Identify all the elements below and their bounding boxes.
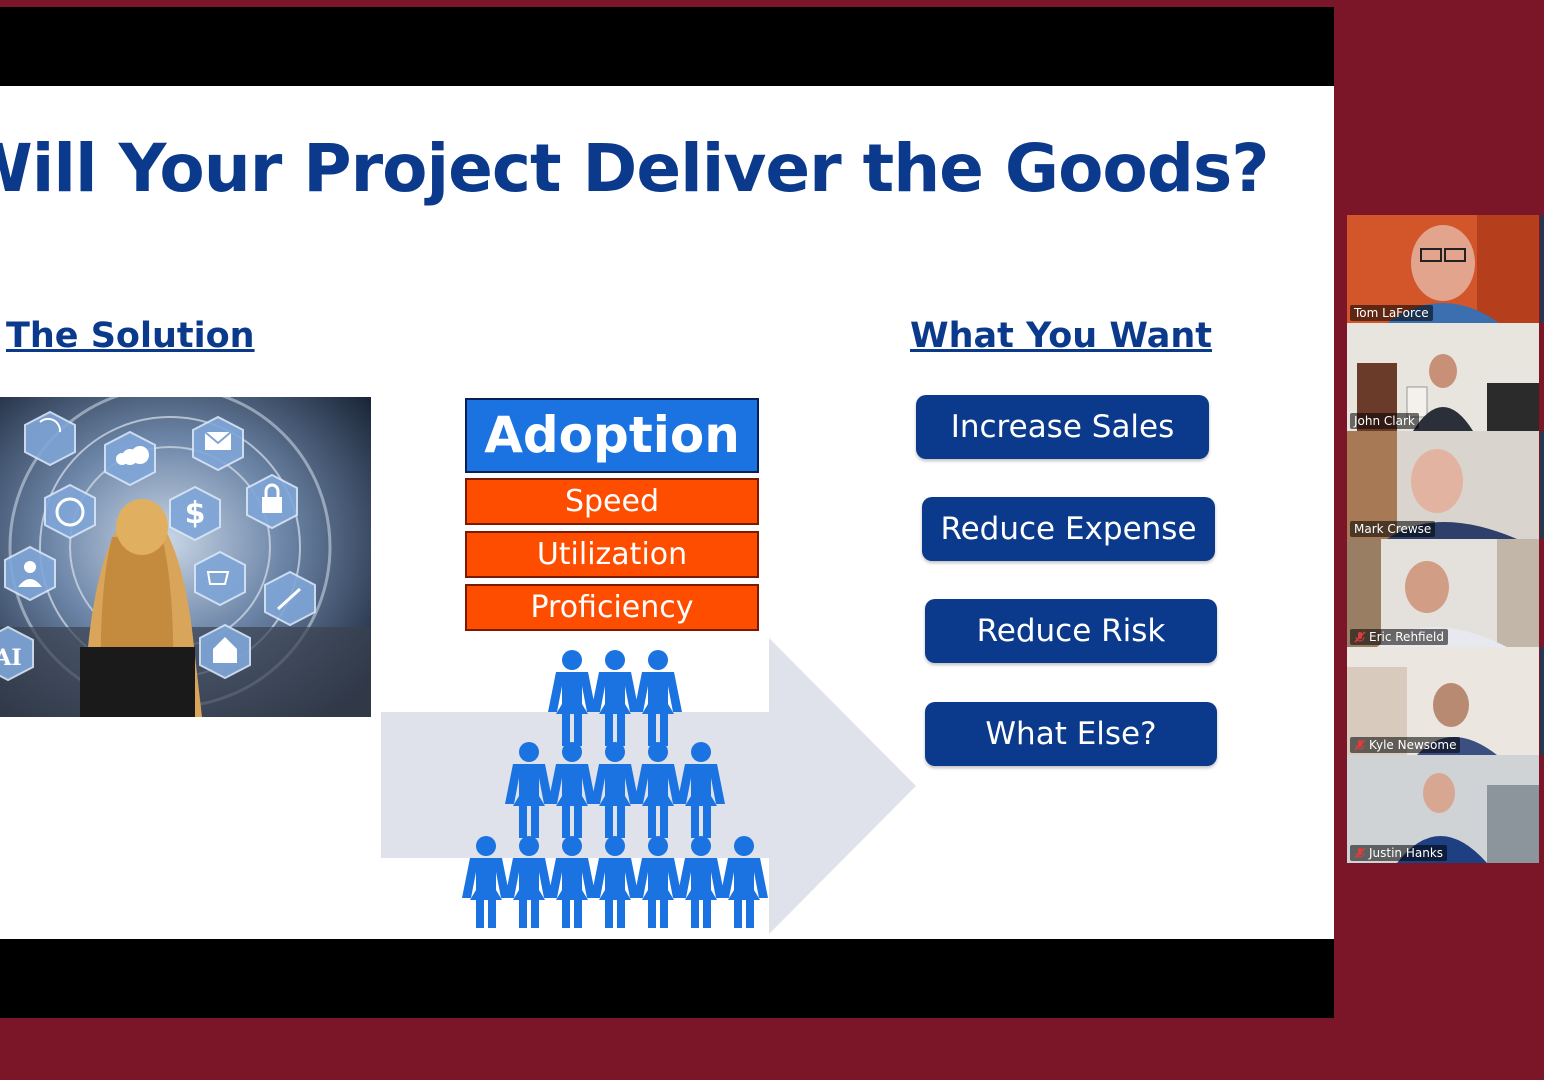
presentation-slide: Will Your Project Deliver the Goods? The… <box>0 86 1334 939</box>
slide-title: Will Your Project Deliver the Goods? <box>0 130 1270 207</box>
participant-tile[interactable]: John Clark <box>1347 323 1539 431</box>
proficiency-layer: Proficiency <box>465 584 759 631</box>
participant-tile[interactable]: Tom LaForce <box>1347 215 1539 323</box>
participant-video <box>1347 215 1539 323</box>
gallery-edge <box>1540 431 1544 539</box>
ai-hex-label: AI <box>0 645 22 671</box>
participant-tile[interactable]: Mark Crewse <box>1347 431 1539 539</box>
reduce-expense-box: Reduce Expense <box>922 497 1215 561</box>
participant-name-tag: John Clark <box>1350 413 1419 429</box>
adoption-box: Adoption <box>465 398 759 473</box>
people-pyramid-icon <box>462 650 768 928</box>
what-you-want-heading: What You Want <box>910 316 1212 356</box>
participant-tile[interactable]: Eric Rehfield <box>1347 539 1539 647</box>
muted-mic-icon <box>1354 847 1366 859</box>
participant-name: Eric Rehfield <box>1369 630 1444 644</box>
gallery-edge <box>1540 647 1544 755</box>
svg-text:$: $ <box>185 496 206 531</box>
participant-name: Justin Hanks <box>1369 846 1444 860</box>
muted-mic-icon <box>1354 739 1366 751</box>
utilization-layer: Utilization <box>465 531 759 578</box>
participant-name-tag: Tom LaForce <box>1350 305 1433 321</box>
participant-name-tag: Kyle Newsome <box>1350 737 1461 753</box>
participant-name: Kyle Newsome <box>1369 738 1457 752</box>
gallery-edge <box>1540 215 1544 323</box>
participant-name: John Clark <box>1354 414 1415 428</box>
participant-name: Tom LaForce <box>1354 306 1429 320</box>
participant-name-tag: Justin Hanks <box>1350 845 1448 861</box>
participant-name: Mark Crewse <box>1354 522 1432 536</box>
what-else-box: What Else? <box>925 702 1217 766</box>
reduce-risk-box: Reduce Risk <box>925 599 1217 663</box>
speed-layer: Speed <box>465 478 759 525</box>
participant-tile[interactable]: Justin Hanks <box>1347 755 1539 863</box>
increase-sales-box: Increase Sales <box>916 395 1209 459</box>
participant-name-tag: Eric Rehfield <box>1350 629 1448 645</box>
participant-tile[interactable]: Kyle Newsome <box>1347 647 1539 755</box>
participant-name-tag: Mark Crewse <box>1350 521 1436 537</box>
solution-heading: The Solution <box>6 316 255 356</box>
muted-mic-icon <box>1354 631 1366 643</box>
solution-image: $ AI <box>0 397 371 717</box>
